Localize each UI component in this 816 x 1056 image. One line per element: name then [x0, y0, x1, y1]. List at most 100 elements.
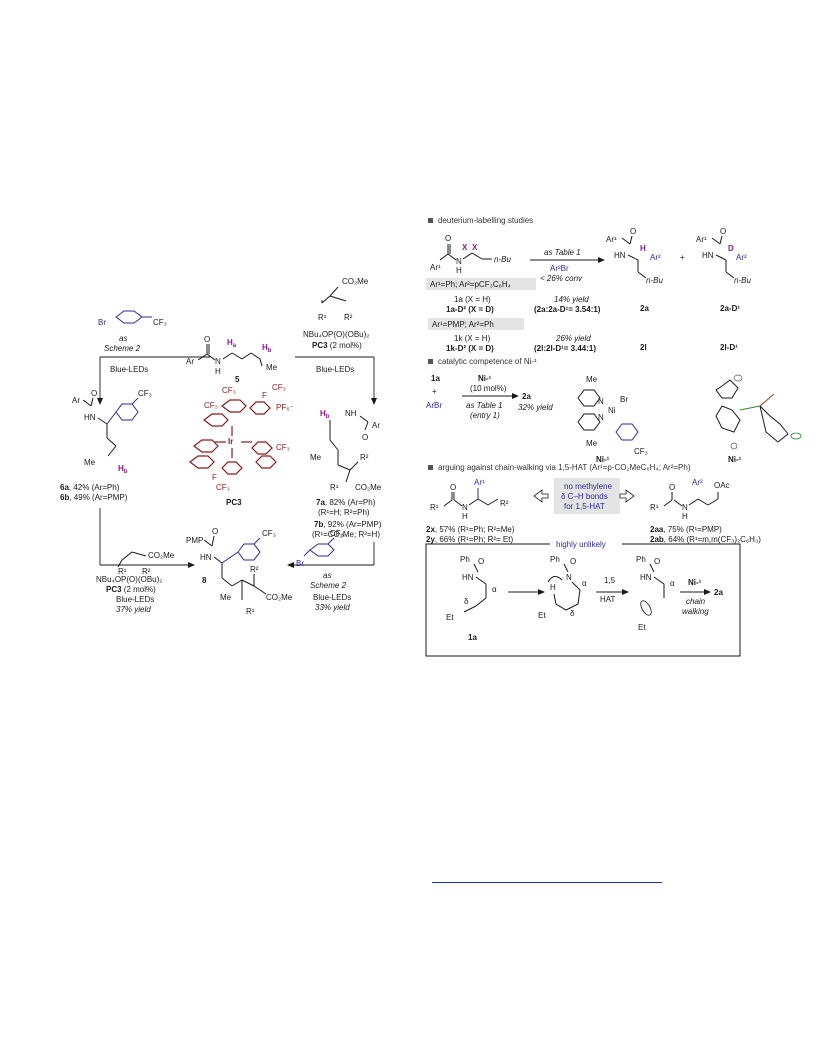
hat-r-oac: OAc — [714, 481, 730, 490]
mech-delta2: δ — [570, 609, 575, 618]
hat-r1: R¹ — [430, 503, 439, 512]
p6b-yield: 6b, 49% (Ar=PMP) — [60, 493, 128, 502]
cat-arbr: ArBr — [426, 401, 442, 410]
right-conditions-line3: Blue-LEDs — [316, 365, 354, 374]
ar-label: Ar — [186, 357, 194, 366]
right-conditions-line1: NBu₄OP(O)(OBu)₂ — [303, 330, 369, 339]
p7a-subst: (R¹=H; R²=Ph) — [318, 508, 370, 517]
p2ad-hn: HN — [702, 251, 714, 260]
hat-right-structure: O R¹ N H Ar² OAc — [650, 478, 730, 521]
deut-box2 — [428, 318, 524, 330]
right-scheme-svg: deuterium-labelling studies O Ar¹ N H X … — [425, 216, 802, 657]
hat-2x: 2x, 57% (R¹=Ph; R²=Me) — [426, 525, 515, 534]
hat-left-structure: O R¹ N H Ar¹ R² — [430, 478, 509, 521]
deut-o: O — [445, 234, 451, 243]
mech-alpha2: α — [582, 579, 587, 588]
p2ad-d: D — [728, 244, 734, 253]
hat-o: O — [450, 483, 456, 492]
unlikely-title: highly unlikely — [556, 540, 606, 549]
mech-hn3: HN — [640, 573, 652, 582]
mech-chain: chain — [686, 597, 706, 606]
p6-me: Me — [84, 458, 96, 467]
br-label: Br — [98, 318, 106, 327]
ni-n1: N — [598, 397, 604, 406]
ni-me-bottom: Me — [586, 439, 598, 448]
compound-8-label: 8 — [202, 576, 207, 585]
ha-label: Ha — [227, 338, 237, 349]
o-label: O — [204, 335, 210, 344]
p8-me: Me — [220, 593, 232, 602]
p2l-label: 2l — [640, 343, 647, 352]
mech-ph1: Ph — [460, 555, 470, 564]
deut-1k-yield: 26% yield — [555, 334, 591, 343]
p8-co2me: CO₂Me — [266, 593, 293, 602]
section-hat-title: arguing against chain-walking via 1,5-HA… — [438, 463, 691, 472]
mech-product: 2a — [714, 588, 723, 597]
mech-1a: Ph O HN α δ Et 1a — [446, 555, 497, 642]
deut-product-2a: Ar¹ O HN H Ar² n-Bu 2a — [606, 227, 663, 313]
cf3-label: CF₃ — [153, 318, 167, 327]
substrate-5: Ar O N H Ha Hb Me 5 — [186, 335, 278, 384]
cat-plus: + — [432, 387, 437, 396]
hat-2ab: 2ab, 64% (R¹=m,m(CF₃)₂C₆H₃) — [650, 535, 761, 544]
pc3-f-bottom: F — [212, 473, 217, 482]
me-label: Me — [266, 363, 278, 372]
mech-cyclic-ts: Ph O N H α δ Et — [538, 555, 587, 620]
p7-o: O — [362, 433, 368, 442]
deut-1ad: 1a-D² (X = D) — [446, 305, 494, 314]
product-8: PMP O HN CF₃ Me R² CO₂Me R¹ 8 — [186, 527, 293, 616]
hat-r-h: H — [682, 512, 688, 521]
deut-box1-text: Ar¹=Ph; Ar²=pCF₃C₆H₄ — [430, 280, 511, 289]
p2a-h: H — [640, 244, 646, 253]
aryl-bromide-left: Br CF₃ as Scheme 2 — [98, 310, 167, 353]
p6-hb: Hb — [118, 464, 128, 475]
alkene-r1-label: R¹ — [318, 313, 327, 322]
mech-delta1: δ — [464, 597, 469, 606]
deuterium-substrate: O Ar¹ N H X X n-Bu — [430, 234, 511, 275]
pc3-cf3-left: CF₃ — [204, 401, 218, 410]
brc-cf3: CF₃ — [330, 529, 344, 538]
hb-label: Hb — [262, 343, 272, 354]
mech-ni: Ni-¹ — [688, 578, 702, 587]
mech-h2: H — [550, 583, 556, 592]
p2a-o: O — [630, 227, 636, 236]
hat-r-o: O — [669, 483, 675, 492]
ni-cf3: CF₃ — [634, 447, 648, 456]
hat-2aa: 2aa, 75% (R¹=PMP) — [650, 525, 722, 534]
catalytic-reaction: 1a + ArBr Ni-¹ (10 mol%) as Table 1 (ent… — [426, 374, 553, 420]
p8-r1: R¹ — [246, 607, 255, 616]
p7b-subst: (R¹=CO₂Me; R²=H) — [312, 530, 380, 539]
mech-et1: Et — [446, 613, 454, 622]
left-scheme-svg: CO₂Me R¹ R² Br CF₃ as Scheme 2 Blue-LEDs… — [60, 277, 382, 616]
right-scheme-panel: deuterium-labelling studies O Ar¹ N H X … — [410, 210, 816, 660]
cat-loading: (10 mol%) — [470, 384, 507, 393]
p2ad-label: 2a-D¹ — [720, 304, 740, 313]
p2a-hn: HN — [614, 251, 626, 260]
section-catalytic-title: catalytic competence of Ni-¹ — [438, 357, 537, 366]
blc-line1: NBu₄OP(O)(OBu)₂ — [96, 575, 162, 584]
deut-x2: X — [472, 243, 478, 252]
mech-hn1: HN — [462, 573, 474, 582]
hat-r-r1: R¹ — [650, 503, 659, 512]
p7-co2me: CO₂Me — [355, 483, 382, 492]
mech-et3: Et — [638, 623, 646, 632]
hat-r2: R² — [500, 499, 509, 508]
p7-nh: NH — [345, 409, 357, 418]
deut-1k: 1k (X = H) — [454, 334, 491, 343]
deut-cond3: < 26% conv — [540, 274, 583, 283]
compound-5-label: 5 — [235, 375, 240, 384]
mech-o2: O — [570, 557, 576, 566]
mech-o1: O — [478, 557, 484, 566]
cat-yield: 32% yield — [518, 403, 553, 412]
brc-line4: 33% yield — [315, 603, 350, 612]
p2a-ar1: Ar¹ — [606, 235, 617, 244]
deut-h: H — [456, 266, 462, 275]
hat-n: N — [462, 503, 468, 512]
ni-xray-label: Ni-¹ — [728, 455, 742, 464]
product-6: Ar O HN CF₃ Me Hb 6a, 42% (Ar=Ph) 6b, 49… — [60, 389, 152, 502]
hat-note-box — [554, 478, 620, 514]
pc3-ir: Ir — [228, 437, 233, 446]
blc-line2: PC3 (2 mol%) — [106, 585, 156, 594]
ni-br: Br — [620, 395, 628, 404]
p7-me: Me — [310, 453, 322, 462]
